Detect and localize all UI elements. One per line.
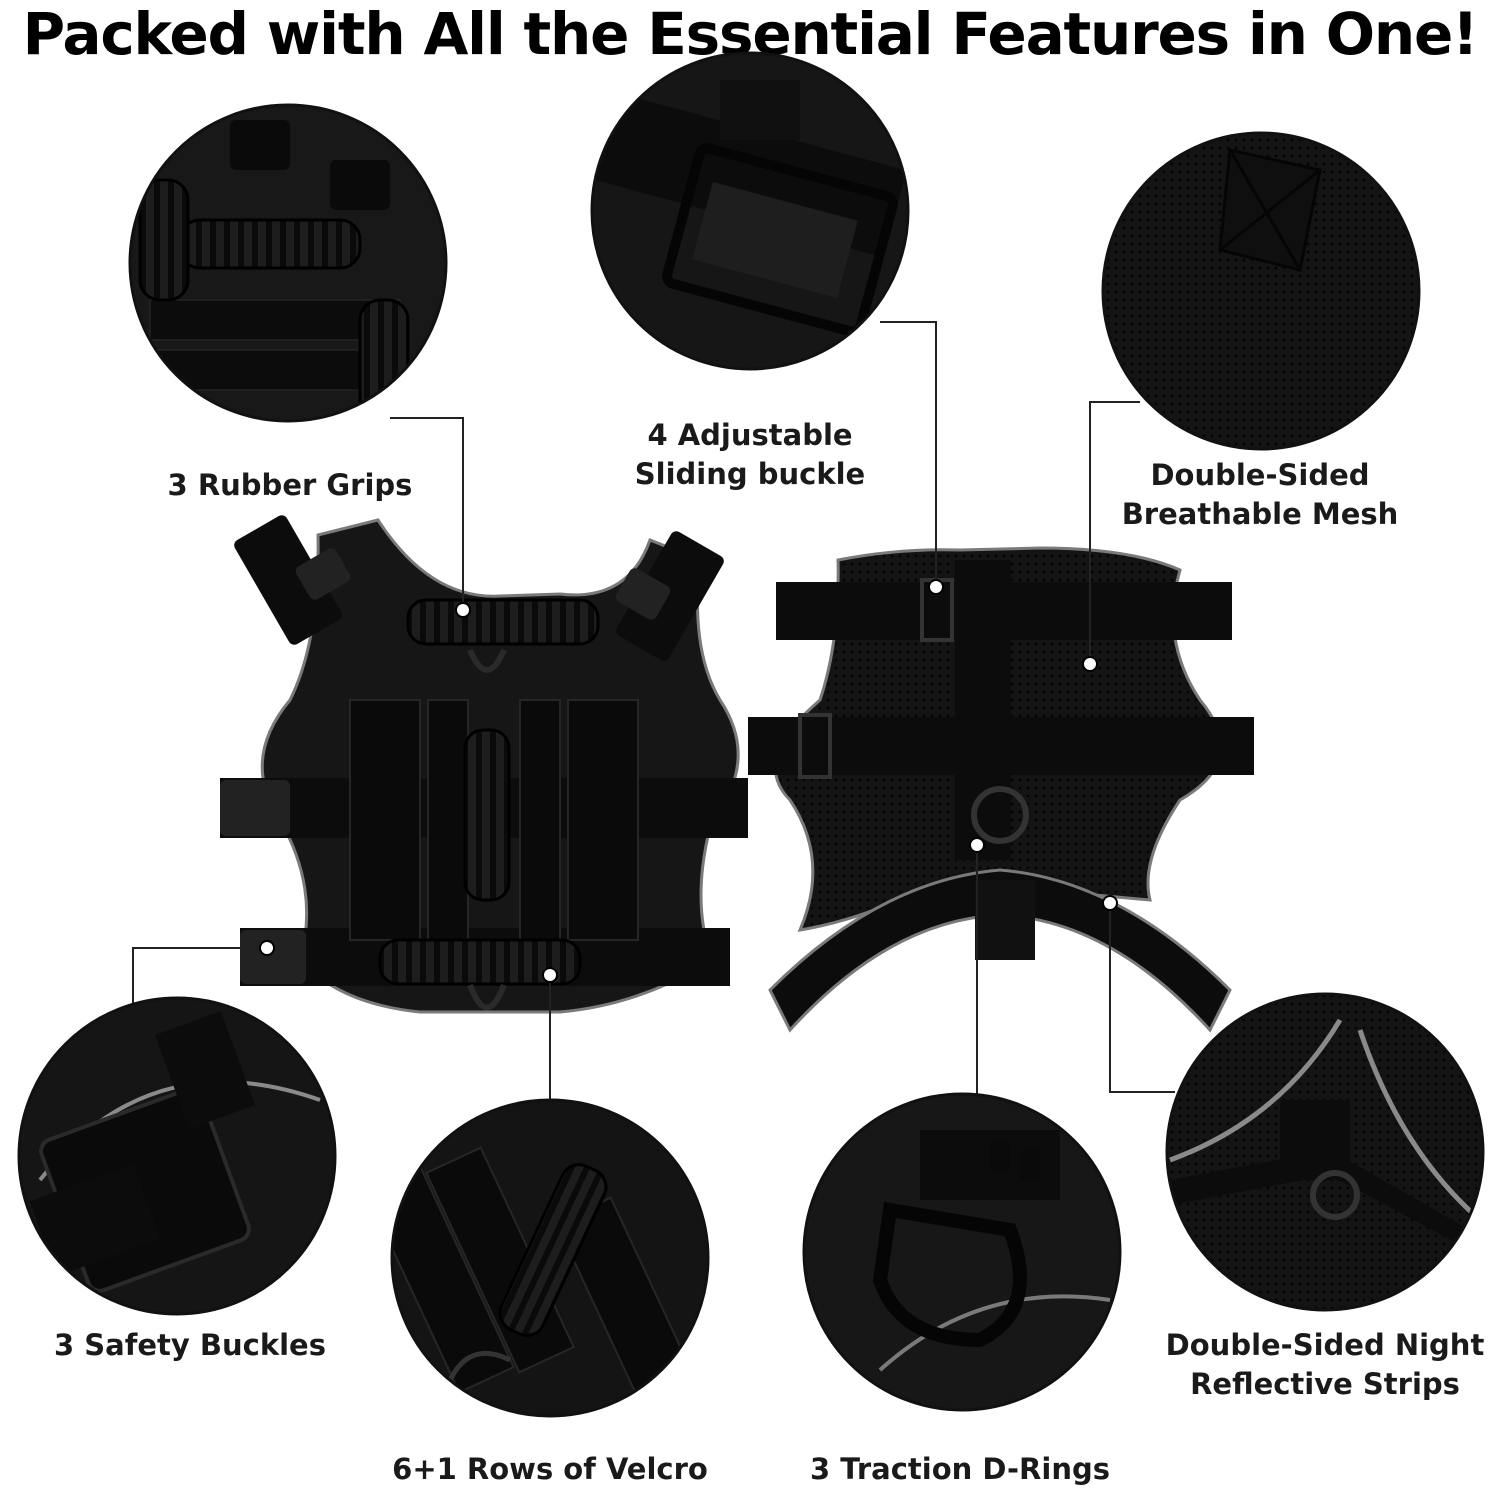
label-line: 6+1 Rows of Velcro (392, 1452, 708, 1486)
label-line: 3 Safety Buckles (54, 1328, 326, 1362)
detail-rubber-grips (128, 103, 448, 423)
label-safety-buckles: 3 Safety Buckles (30, 1326, 350, 1365)
label-line: Reflective Strips (1190, 1367, 1460, 1401)
label-sliding-buckle: 4 Adjustable Sliding buckle (600, 416, 900, 494)
label-line: Double-Sided (1150, 458, 1370, 492)
label-velcro: 6+1 Rows of Velcro (380, 1450, 720, 1489)
detail-d-rings (802, 1092, 1122, 1412)
label-line: Breathable Mesh (1121, 497, 1399, 531)
detail-reflective-strips (1165, 992, 1485, 1312)
label-line: 3 Traction D-Rings (810, 1452, 1110, 1486)
label-line: Sliding buckle (634, 457, 866, 491)
detail-velcro (390, 1098, 710, 1418)
label-breathable-mesh: Double-Sided Breathable Mesh (1100, 456, 1420, 534)
detail-sliding-buckle (590, 51, 910, 371)
callout-dots (259, 579, 1118, 983)
label-line: 4 Adjustable (647, 418, 853, 452)
back-harness (748, 546, 1254, 1033)
detail-safety-buckles (17, 996, 337, 1316)
front-harness (220, 515, 748, 1014)
label-rubber-grips: 3 Rubber Grips (140, 466, 440, 505)
detail-breathable-mesh (1101, 131, 1421, 451)
label-reflective-strips: Double-Sided Night Reflective Strips (1150, 1326, 1500, 1404)
callout-lines (132, 321, 1175, 1130)
label-line: Double-Sided Night (1165, 1328, 1485, 1362)
label-d-rings: 3 Traction D-Rings (790, 1450, 1130, 1489)
label-line: 3 Rubber Grips (167, 468, 413, 502)
